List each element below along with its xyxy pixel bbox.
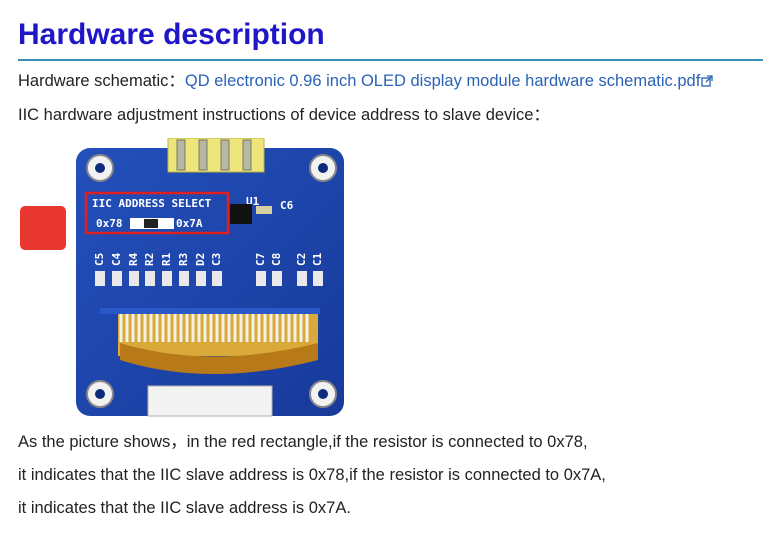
silk-component-label: C2 (295, 253, 308, 266)
component-pad (256, 271, 266, 286)
silk-component-label: C7 (254, 253, 267, 266)
component-pad (212, 271, 222, 286)
silk-component-label: C4 (110, 252, 123, 266)
component-pad (179, 271, 189, 286)
silk-component-label: R3 (177, 253, 190, 266)
page-heading: Hardware description (18, 18, 325, 51)
silk-component-label: C8 (270, 253, 283, 266)
component-pad (95, 271, 105, 286)
silk-component-label: R1 (160, 252, 173, 266)
component-pad (297, 271, 307, 286)
iic-intro: IIC hardware adjustment instructions of … (18, 106, 550, 124)
u1-chip (230, 204, 252, 224)
external-link-icon (701, 75, 713, 87)
silk-c6: C6 (280, 199, 294, 212)
silk-address-select: IIC ADDRESS SELECT (92, 197, 212, 210)
silk-addr-78: 0x78 (96, 217, 123, 230)
paragraph-line-1: As the picture shows，in the red rectangl… (18, 433, 588, 451)
paragraph-line-3: it indicates that the IIC slave address … (18, 499, 351, 517)
silk-component-label: R4 (127, 252, 140, 266)
paragraph-line-2: it indicates that the IIC slave address … (18, 466, 606, 484)
component-pad (196, 271, 206, 286)
red-tab (20, 206, 66, 250)
schematic-line: Hardware schematic：QD electronic 0.96 in… (18, 70, 713, 92)
schematic-label: Hardware schematic： (18, 72, 185, 90)
schematic-pdf-link[interactable]: QD electronic 0.96 inch OLED display mod… (185, 72, 713, 90)
component-pad (162, 271, 172, 286)
silk-component-label: C5 (93, 253, 106, 266)
silk-addr-7a: 0x7A (176, 217, 203, 230)
component-pad (112, 271, 122, 286)
silk-component-label: C1 (311, 252, 324, 266)
display-glass (147, 385, 273, 417)
component-pad (272, 271, 282, 286)
heading-divider (18, 59, 763, 61)
component-pad (313, 271, 323, 286)
component-pad (129, 271, 139, 286)
component-pad (145, 271, 155, 286)
silk-component-label: D2 (194, 253, 207, 266)
address-select-box (84, 191, 230, 235)
schematic-link-text: QD electronic 0.96 inch OLED display mod… (184, 72, 701, 90)
silk-component-label: C3 (210, 253, 223, 266)
silk-component-label: R2 (143, 253, 156, 266)
